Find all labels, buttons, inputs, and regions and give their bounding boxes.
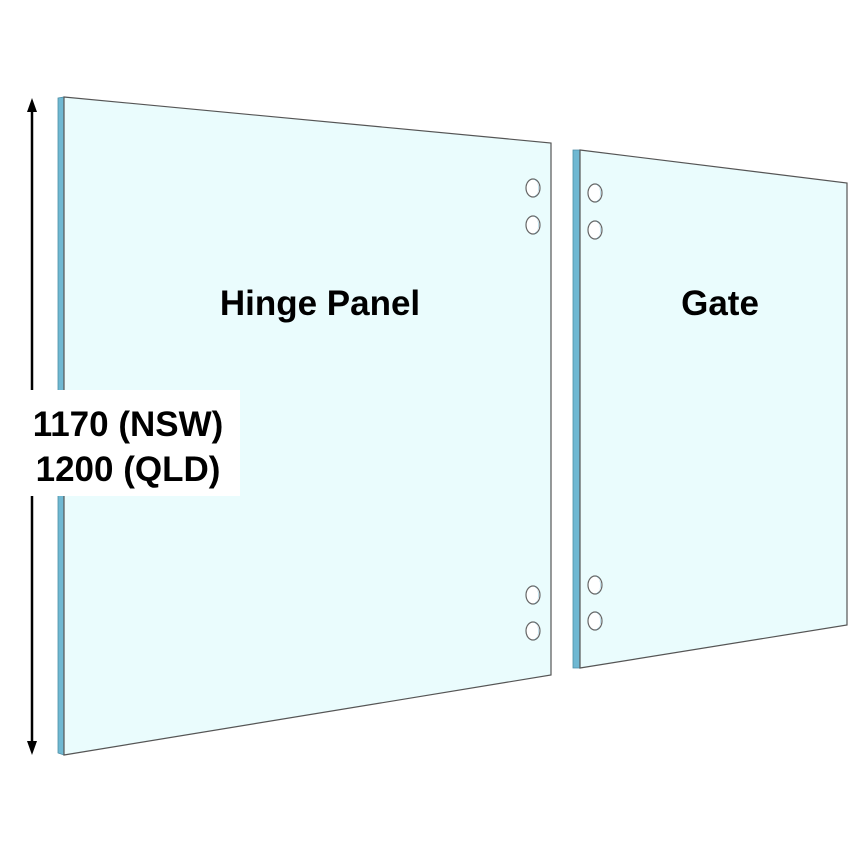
gate-hole — [587, 611, 603, 631]
gate-hole — [587, 183, 603, 203]
gate-panel — [572, 149, 848, 669]
dimension-nsw: 1170 (NSW) — [33, 405, 224, 444]
hinge-panel-label: Hinge Panel — [220, 284, 420, 323]
dimension-qld: 1200 (QLD) — [36, 450, 221, 489]
gate-hole — [587, 220, 603, 240]
gate-edge — [572, 149, 581, 669]
gate-face — [579, 149, 848, 669]
dimension-label-background — [16, 390, 240, 496]
hinge-hole — [525, 178, 541, 198]
hinge-panel-face — [63, 96, 552, 756]
hinge-hole — [525, 585, 541, 605]
hinge-hole — [525, 215, 541, 235]
gate-hole — [587, 575, 603, 595]
gate-label: Gate — [681, 284, 759, 323]
hinge-hole — [525, 621, 541, 641]
